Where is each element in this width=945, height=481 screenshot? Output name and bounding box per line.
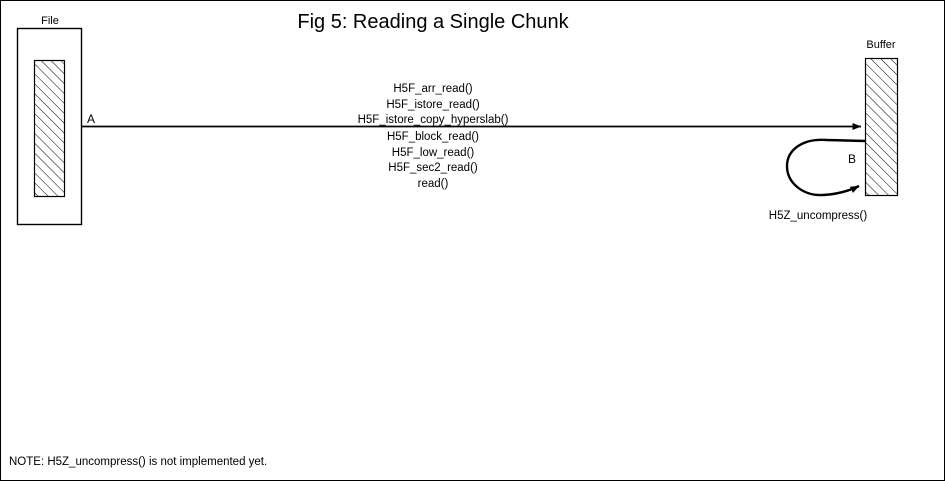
buffer-label: Buffer xyxy=(866,39,896,51)
call-stack-entry: H5F_sec2_read() xyxy=(388,162,478,175)
call-stack-entry: H5F_block_read() xyxy=(386,131,480,143)
file-chunk-hatch xyxy=(33,59,66,198)
buffer-box xyxy=(864,57,899,197)
call-stack-entry: H5F_istore_read() xyxy=(386,98,480,111)
call-stack-above-line: H5F_arr_read() H5F_istore_read() H5F_ist… xyxy=(358,82,509,129)
file-label: File xyxy=(41,15,59,27)
arrow-label-a: A xyxy=(87,112,96,126)
call-stack-entry: read() xyxy=(417,177,449,190)
call-stack-entry: H5F_arr_read() xyxy=(393,83,473,95)
call-stack-entry: H5F_low_read() xyxy=(391,146,475,159)
arrow-label-b: B xyxy=(848,152,857,166)
uncompress-loop-caption: H5Z_uncompress() xyxy=(768,210,868,222)
footer-note: NOTE: H5Z_uncompress() is not implemente… xyxy=(9,456,268,468)
call-stack-below-line: H5F_block_read() H5F_low_read() H5F_sec2… xyxy=(387,130,479,192)
page-title: Fig 5: Reading a Single Chunk xyxy=(297,11,569,33)
uncompress-loop-arrow-b xyxy=(785,138,866,197)
call-stack-entry: H5F_istore_copy_hyperslab() xyxy=(357,114,509,127)
